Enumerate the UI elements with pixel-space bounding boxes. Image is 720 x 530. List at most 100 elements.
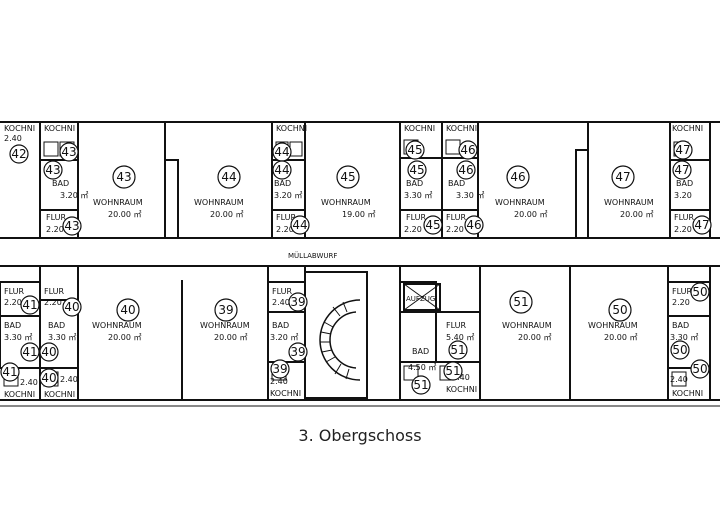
unit-marker: 43 [59, 142, 79, 162]
bad-area: 4.50 ㎡ [408, 363, 436, 372]
wohnraum-label: WOHNRAUM [321, 198, 371, 207]
wohnraum-label: WOHNRAUM [588, 321, 638, 330]
kochni-label: KOCHNI [672, 124, 703, 133]
svg-text:51: 51 [413, 378, 428, 392]
svg-text:51: 51 [513, 295, 528, 309]
unit-marker: 39 [288, 342, 308, 362]
unit-marker: 40 [39, 342, 59, 362]
svg-text:39: 39 [272, 362, 287, 376]
svg-text:40: 40 [41, 371, 56, 385]
unit-marker: 40 [39, 368, 59, 388]
bad-area: 3.20 ㎡ [274, 191, 302, 200]
unit-marker: 50 [608, 298, 632, 322]
svg-text:39: 39 [290, 295, 305, 309]
svg-text:46: 46 [466, 218, 481, 232]
unit-marker: 45 [336, 165, 360, 189]
unit-marker: 45 [407, 160, 427, 180]
wohnraum-label: WOHNRAUM [93, 198, 143, 207]
svg-text:50: 50 [612, 303, 627, 317]
unit-marker: 45 [405, 140, 425, 160]
svg-text:41: 41 [22, 298, 37, 312]
bad-area: 3.20 ㎡ [270, 333, 298, 342]
unit-marker: 50 [670, 340, 690, 360]
unit-marker: 47 [692, 215, 712, 235]
svg-text:45: 45 [340, 170, 355, 184]
flur-label: FLUR [4, 287, 25, 296]
kochni-label: KOCHNI [4, 124, 35, 133]
unit-marker: 43 [112, 165, 136, 189]
wohnraum-area: 20.00 ㎡ [108, 210, 141, 219]
wohnraum-label: WOHNRAUM [604, 198, 654, 207]
unit-marker: 42 [9, 144, 29, 164]
floor-caption: 3. Obergschoss [298, 426, 422, 445]
flur-label: FLUR [672, 287, 693, 296]
unit-marker: 40 [116, 298, 140, 322]
unit-marker: 41 [0, 362, 20, 382]
kochni-label: KOCHNI [4, 390, 35, 399]
unit-marker: 47 [673, 140, 693, 160]
bad-label: BAD [4, 321, 21, 330]
svg-text:47: 47 [674, 163, 689, 177]
svg-text:39: 39 [218, 303, 233, 317]
svg-text:40: 40 [41, 345, 56, 359]
unit-marker: 50 [690, 359, 710, 379]
svg-text:42: 42 [11, 147, 26, 161]
bad-area: 3.30 ㎡ [48, 333, 76, 342]
kochni-label: KOCHNI [404, 124, 435, 133]
flur-label: FLUR [446, 321, 467, 330]
wohnraum-label: WOHNRAUM [92, 321, 142, 330]
unit-marker: 47 [611, 165, 635, 189]
bad-label: BAD [672, 321, 689, 330]
unit-marker: 46 [464, 215, 484, 235]
flur-label: FLUR [46, 213, 67, 222]
unit-marker: 44 [272, 160, 292, 180]
svg-text:41: 41 [22, 345, 37, 359]
aufzug-label: AUFZUG [406, 295, 435, 303]
wohnraum-label: WOHNRAUM [200, 321, 250, 330]
svg-text:51: 51 [450, 343, 465, 357]
flur-label: FLUR [272, 287, 293, 296]
unit-marker: 45 [423, 215, 443, 235]
svg-text:51: 51 [445, 364, 460, 378]
kochni-label: KOCHNI [446, 124, 477, 133]
svg-text:40: 40 [64, 300, 79, 314]
unit-marker: 46 [456, 160, 476, 180]
svg-text:44: 44 [274, 145, 289, 159]
flur-label: FLUR [276, 213, 297, 222]
kochni-area: 2.40 [60, 375, 78, 384]
svg-text:43: 43 [61, 145, 76, 159]
unit-marker: 39 [214, 298, 238, 322]
bad-label: BAD [274, 179, 291, 188]
wohnraum-area: 20.00 ㎡ [210, 210, 243, 219]
svg-text:46: 46 [460, 143, 475, 157]
svg-text:47: 47 [694, 218, 709, 232]
flur-area: 2.20 [672, 298, 690, 307]
svg-text:39: 39 [290, 345, 305, 359]
bad-area: 3.30 ㎡ [4, 333, 32, 342]
unit-marker: 40 [62, 297, 82, 317]
svg-text:50: 50 [692, 285, 707, 299]
svg-text:43: 43 [64, 219, 79, 233]
elevator-shaft [403, 283, 441, 311]
flur-label: FLUR [44, 287, 65, 296]
unit-marker: 47 [672, 160, 692, 180]
wohnraum-area: 19.00 ㎡ [342, 210, 375, 219]
svg-text:43: 43 [116, 170, 131, 184]
bad-label: BAD [48, 321, 65, 330]
kochni-label: KOCHNI [446, 385, 477, 394]
svg-text:47: 47 [615, 170, 630, 184]
unit-marker: 44 [272, 142, 292, 162]
wohnraum-label: WOHNRAUM [495, 198, 545, 207]
flur-area: 2.20 [446, 225, 464, 234]
bad-label: BAD [406, 179, 423, 188]
bad-area: 3.20 [674, 191, 692, 200]
kochni-label: KOCHNI [44, 124, 75, 133]
unit-marker: 43 [43, 160, 63, 180]
wohnraum-label: WOHNRAUM [194, 198, 244, 207]
unit-marker: 51 [509, 290, 533, 314]
svg-text:40: 40 [120, 303, 135, 317]
unit-marker: 43 [62, 216, 82, 236]
flur-label: FLUR [446, 213, 467, 222]
wohnraum-label: WOHNRAUM [502, 321, 552, 330]
bad-label: BAD [676, 179, 693, 188]
